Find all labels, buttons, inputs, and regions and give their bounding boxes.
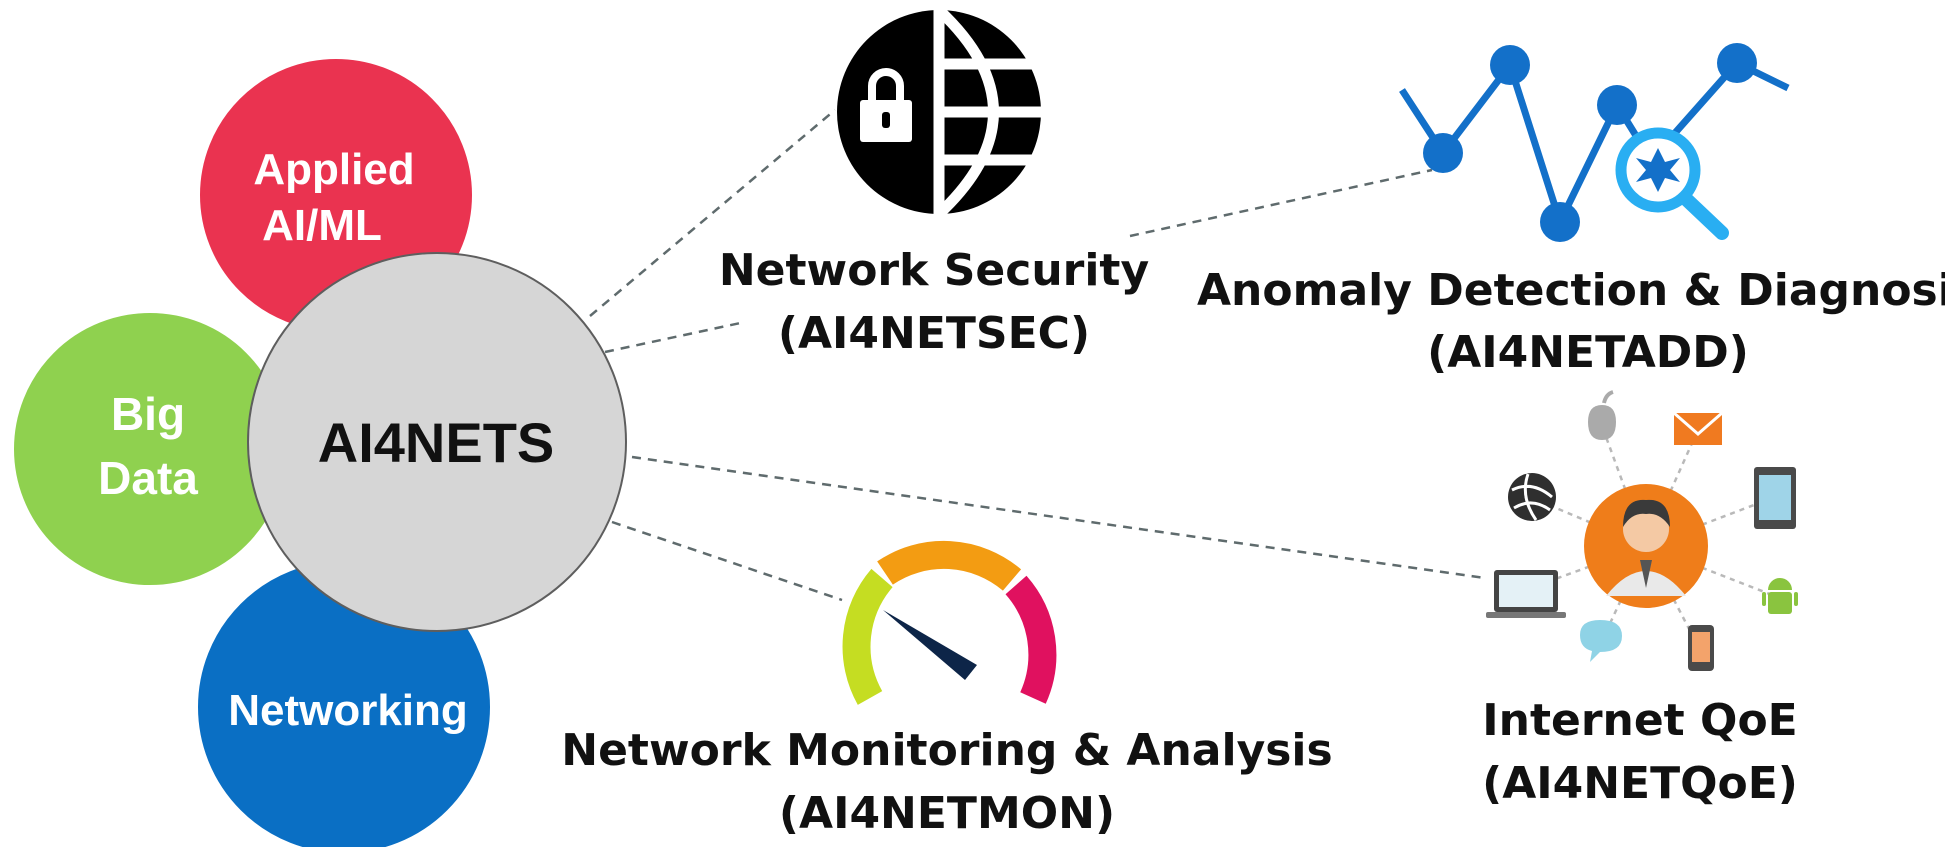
monitoring-code: (AI4NETMON) (779, 788, 1115, 839)
globe-lock-icon (837, 5, 1041, 219)
qoe-title: Internet QoE (1482, 695, 1797, 746)
user-devices-icon (1486, 390, 1798, 671)
gauge-icon (842, 540, 1057, 705)
security-code: (AI4NETSEC) (778, 308, 1090, 359)
connector-monitoring (611, 520, 843, 602)
security-title: Network Security (719, 245, 1149, 296)
pillar-big-data: Big Data (12, 311, 288, 587)
bigdata-label-line1: Big (111, 388, 185, 440)
connector-security-1 (589, 109, 836, 317)
connector-qoe (631, 455, 1486, 580)
pillar-networking: Networking (196, 559, 492, 847)
bigdata-circle (12, 311, 288, 587)
hub-label: AI4NETS (318, 411, 555, 474)
connector-security-2 (604, 320, 746, 354)
applied-label-line2: AI/ML (262, 201, 382, 250)
anomaly-title: Anomaly Detection & Diagnosis (1197, 265, 1945, 316)
anomaly-chart-icon (1399, 43, 1790, 242)
applied-label-line1: Applied (253, 145, 414, 194)
hub-ai4nets: AI4NETS (247, 252, 627, 632)
qoe-code: (AI4NETQoE) (1482, 758, 1798, 809)
bigdata-label-line2: Data (98, 452, 198, 504)
monitoring-title: Network Monitoring & Analysis (561, 725, 1332, 776)
connectors (589, 109, 1486, 602)
connector-security-anomaly (1129, 168, 1433, 238)
anomaly-code: (AI4NETADD) (1427, 327, 1749, 378)
hub-circle (247, 252, 627, 632)
networking-label: Networking (228, 686, 468, 735)
